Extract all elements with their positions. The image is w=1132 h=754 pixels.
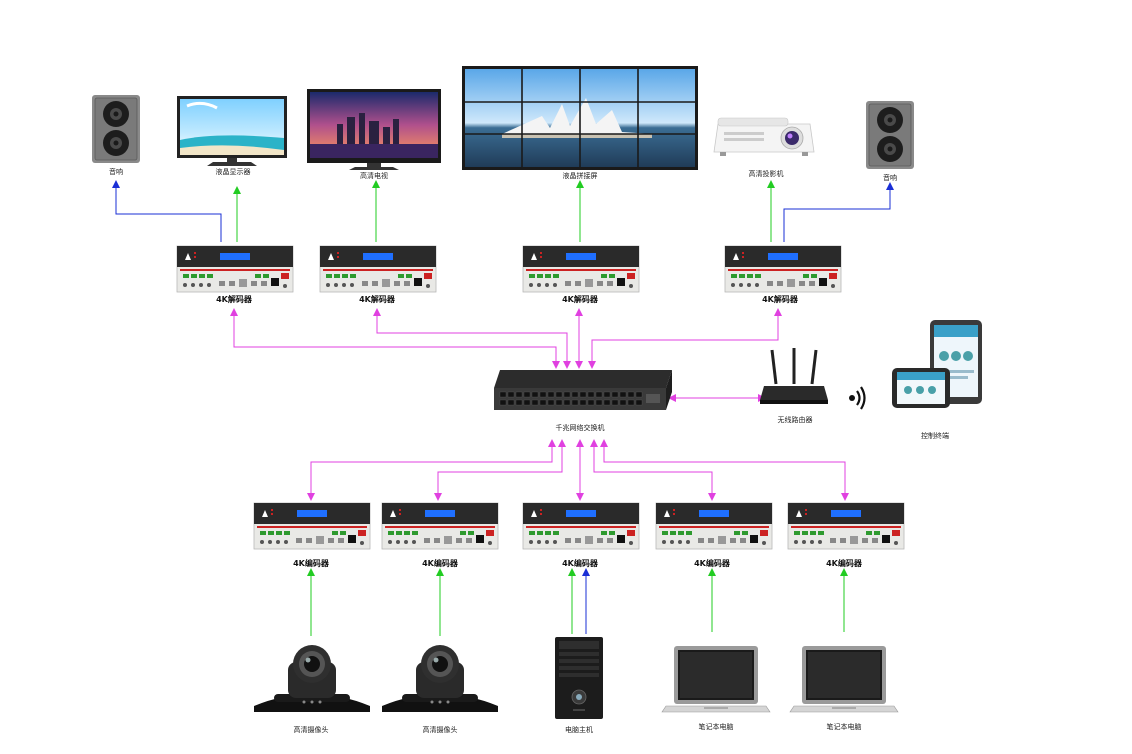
network-links-decoders: [230, 308, 782, 369]
decoder-4: [724, 245, 842, 293]
video-links-input: [307, 568, 848, 636]
decoder-2-label: 4K解码器: [359, 294, 396, 304]
lcd-monitor-label: 液晶显示器: [216, 167, 251, 176]
encoder-2: [381, 502, 499, 550]
encoder-2-label: 4K编码器: [422, 558, 459, 568]
encoder-5: [787, 502, 905, 550]
control-terminal: [892, 320, 982, 408]
decoder-2: [319, 245, 437, 293]
hd-camera-2: [382, 645, 498, 712]
wireless-router: [760, 348, 828, 404]
encoder-3: [522, 502, 640, 550]
encoder-3-label: 4K编码器: [562, 558, 599, 568]
video-wall: [462, 66, 698, 170]
encoder-1: [253, 502, 371, 550]
wireless-router-label: 无线路由器: [778, 415, 813, 424]
hd-tv: [307, 89, 441, 170]
encoder-5-label: 4K编码器: [826, 558, 863, 568]
speaker-left: [91, 94, 141, 164]
video-wall-label: 液晶拼接屏: [563, 171, 598, 180]
encoder-1-label: 4K编码器: [293, 558, 330, 568]
pc-host: [555, 637, 603, 719]
control-terminal-label: 控制终端: [921, 431, 949, 440]
speaker-right: [865, 100, 915, 170]
hd-projector: [713, 117, 815, 156]
laptop-1: [661, 645, 771, 713]
gigabit-switch: [494, 370, 672, 410]
lcd-monitor: [177, 96, 287, 166]
decoder-1-label: 4K解码器: [216, 294, 253, 304]
network-links-encoders: [307, 439, 849, 501]
encoder-4: [655, 502, 773, 550]
laptop-2-label: 笔记本电脑: [827, 722, 862, 731]
hd-tv-label: 高清电视: [360, 171, 388, 180]
decoder-1: [176, 245, 294, 293]
hd-camera-2-label: 高清摄像头: [423, 725, 458, 734]
hd-camera-1: [254, 645, 370, 712]
audio-links-output: [112, 180, 894, 242]
pc-host-label: 电脑主机: [565, 725, 593, 734]
decoder-3-label: 4K解码器: [562, 294, 599, 304]
speaker-right-label: 音响: [883, 173, 897, 182]
laptop-2: [789, 645, 899, 713]
hd-projector-label: 高清投影机: [749, 169, 784, 178]
hd-camera-1-label: 高清摄像头: [294, 725, 329, 734]
decoder-3: [522, 245, 640, 293]
decoder-4-label: 4K解码器: [762, 294, 799, 304]
encoder-4-label: 4K编码器: [694, 558, 731, 568]
wifi-signal-icon: [849, 386, 866, 410]
speaker-left-label: 音响: [109, 167, 123, 176]
laptop-1-label: 笔记本电脑: [699, 722, 734, 731]
switch-label: 千兆网络交换机: [556, 423, 605, 432]
video-links-output: [233, 180, 775, 242]
